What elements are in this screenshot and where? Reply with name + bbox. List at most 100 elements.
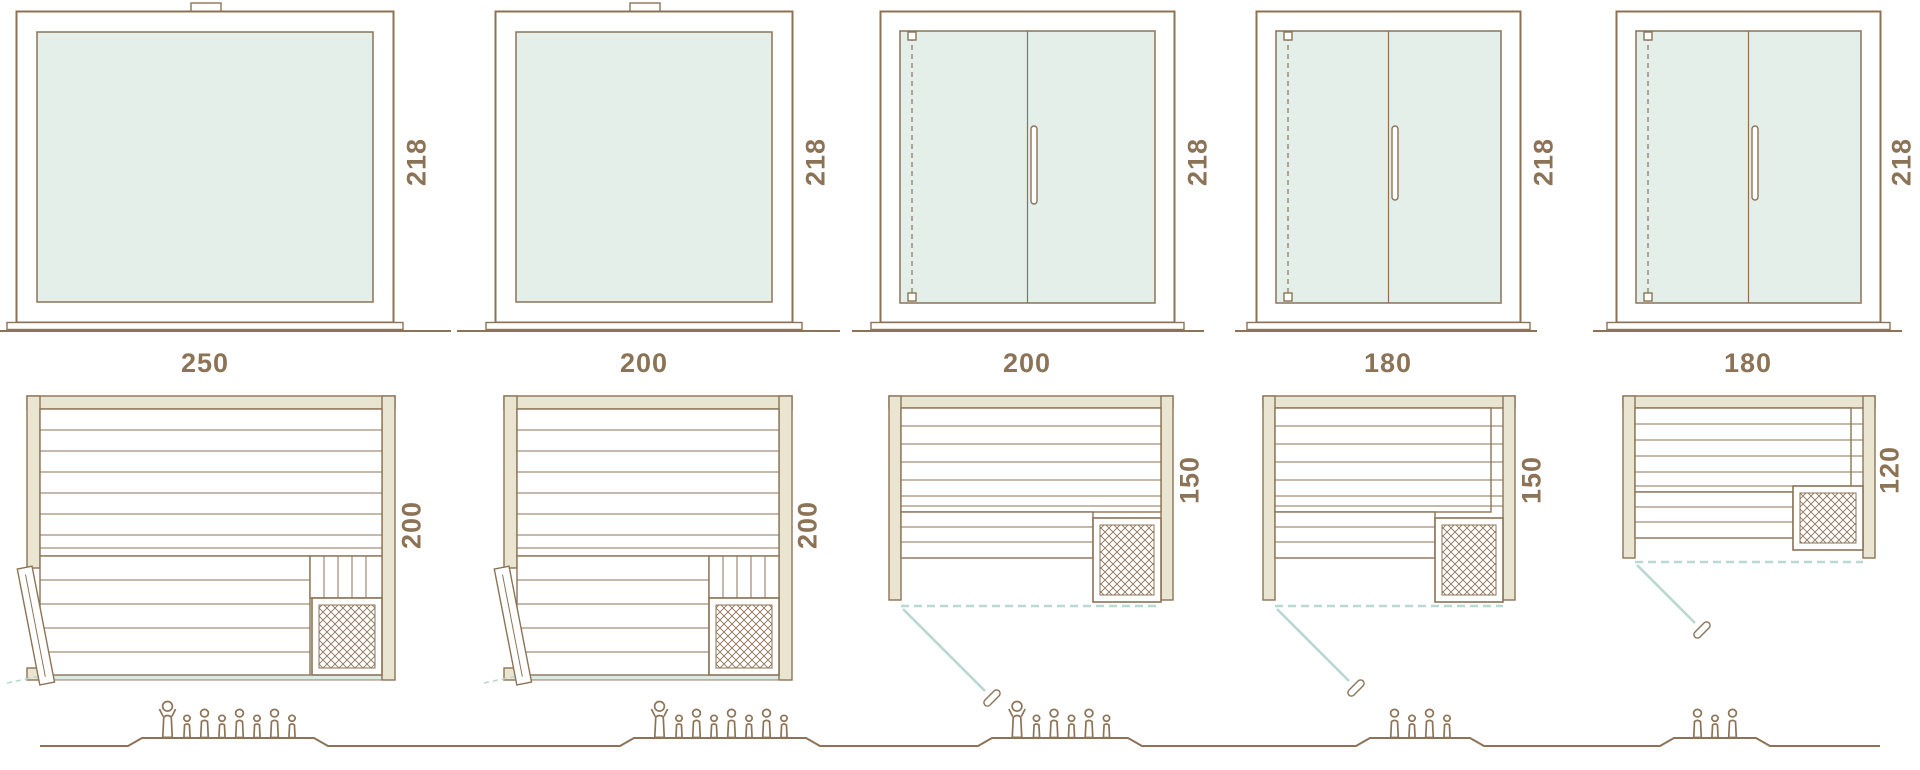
bench-upper [1634, 407, 1863, 493]
door-handle-icon [1751, 125, 1759, 201]
door-leaf-open [16, 565, 56, 686]
width-dimension-4: 180 [1363, 348, 1413, 378]
door-swing-dash [483, 675, 518, 684]
person-icon [1007, 701, 1027, 738]
width-dimension-2: 200 [619, 348, 669, 378]
sill [1246, 321, 1531, 331]
wall-left [26, 395, 41, 569]
person-icon [1406, 715, 1419, 738]
elevation-baseline-2 [457, 330, 840, 332]
door-open-line [1276, 608, 1350, 682]
bench-upper [1274, 407, 1503, 513]
person-icon [197, 709, 213, 738]
bench-lower [900, 511, 1094, 559]
wall-left [503, 395, 518, 569]
height-dimension-5: 218 [1886, 137, 1917, 187]
glass-panel [36, 31, 374, 303]
bench-upper [39, 408, 383, 557]
elevation-baseline-5 [1593, 330, 1902, 332]
wall-left [1262, 395, 1276, 601]
floor-plan-5 [1622, 395, 1876, 639]
bench-lower [1274, 511, 1436, 559]
height-dimension-4: 218 [1528, 137, 1559, 187]
person-icon [1046, 709, 1062, 738]
bench-lower [39, 555, 311, 676]
width-dimension-3: 200 [1002, 348, 1052, 378]
person-icon [267, 709, 283, 738]
capacity-group-4 [1387, 709, 1454, 738]
person-icon [743, 715, 756, 738]
wall-top [1622, 395, 1876, 409]
height-dimension-1: 218 [401, 137, 432, 187]
bench-upper [900, 407, 1162, 513]
wall-right [381, 395, 396, 681]
floor-plan-2 [483, 395, 793, 686]
person-icon [724, 709, 740, 738]
depth-dimension-1: 200 [396, 500, 427, 550]
ground-line [40, 737, 1880, 747]
hinge-icon [907, 292, 917, 302]
front-elevation-5 [1606, 10, 1891, 331]
person-icon [158, 701, 178, 738]
heater-grill-icon [708, 597, 780, 676]
depth-dimension-3: 150 [1174, 455, 1205, 505]
capacity-group-3 [1007, 701, 1113, 738]
person-icon [181, 715, 194, 738]
door-open-line [902, 608, 986, 692]
capacity-group-1 [158, 701, 299, 738]
elevation-baseline-1 [0, 330, 451, 332]
door-handle-icon [1693, 621, 1711, 639]
person-icon [1387, 709, 1403, 738]
person-icon [650, 701, 670, 738]
front-elevation-2 [485, 2, 803, 331]
hinge-icon [1643, 31, 1653, 41]
height-dimension-2: 218 [800, 137, 831, 187]
person-icon [286, 715, 299, 738]
person-icon [251, 715, 264, 738]
person-icon [689, 709, 705, 738]
person-icon [1100, 715, 1113, 738]
bench-lower [516, 555, 710, 676]
elevation-baseline-4 [1235, 330, 1537, 332]
elevation-baseline-3 [852, 330, 1204, 332]
person-icon [1422, 709, 1438, 738]
heater-grill-icon [1092, 517, 1162, 603]
hinge-icon [907, 31, 917, 41]
person-icon [1030, 715, 1043, 738]
glass-panel [515, 31, 773, 303]
sill [870, 321, 1185, 331]
hinge-icon [1283, 292, 1293, 302]
height-dimension-3: 218 [1182, 137, 1213, 187]
wall-top [503, 395, 793, 410]
door-handle-icon [1030, 125, 1038, 205]
person-icon [1081, 709, 1097, 738]
person-icon [1065, 715, 1078, 738]
sill [6, 321, 404, 331]
person-icon [759, 709, 775, 738]
wall-right [778, 395, 793, 681]
door-handle-icon [1391, 125, 1399, 201]
front-elevation-1 [6, 2, 404, 331]
person-icon [1690, 709, 1706, 738]
wall-top [26, 395, 396, 410]
sill [1606, 321, 1891, 331]
wall-right [1160, 395, 1174, 601]
bench-slat-panel [309, 555, 383, 599]
person-icon [1725, 709, 1741, 738]
person-icon [1709, 715, 1722, 738]
person-icon [708, 715, 721, 738]
front-elevation-4 [1246, 10, 1531, 331]
front-elevation-3 [870, 10, 1185, 331]
door-handle-icon [983, 689, 1001, 707]
heater-grill-icon [311, 597, 383, 676]
wall-right [1862, 395, 1876, 559]
floor-plan-1 [6, 395, 396, 686]
person-icon [1441, 715, 1454, 738]
depth-dimension-2: 200 [792, 500, 823, 550]
door-open-line [1636, 564, 1696, 624]
hinge-icon [1643, 292, 1653, 302]
bench-upper [516, 408, 780, 557]
wall-left [888, 395, 902, 601]
capacity-group-2 [650, 701, 791, 738]
